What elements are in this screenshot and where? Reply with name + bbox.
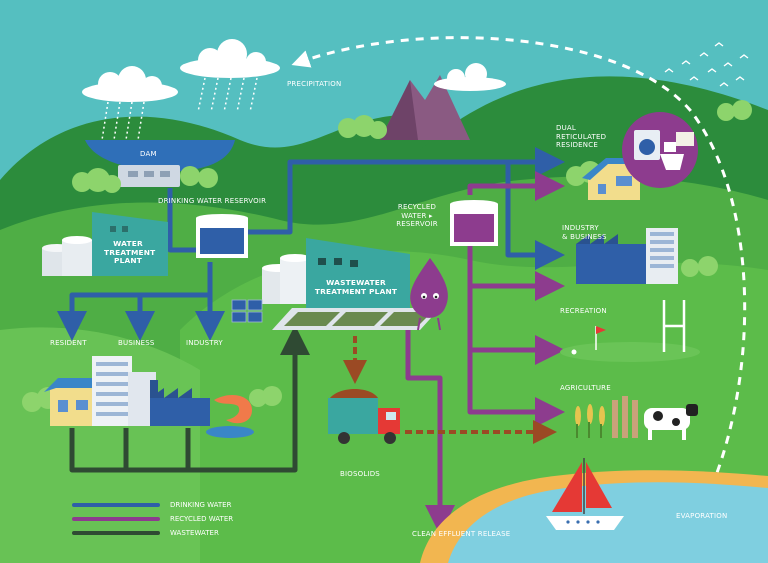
industry-label: INDUSTRY: [186, 339, 223, 347]
evaporation-label: EVAPORATION: [676, 512, 728, 520]
drinking-water-pipes: [57, 147, 565, 341]
dual-reticulated-residence-label: DUAL RETICULATED RESIDENCE: [556, 124, 607, 149]
mountain-icon: [380, 75, 470, 140]
wastewater-treatment-plant-label: WASTEWATER TREATMENT PLANT: [314, 278, 398, 296]
legend-label: WASTEWATER: [170, 529, 219, 537]
water-drop-mascot-icon: [410, 258, 448, 331]
toilet-icon: [660, 132, 694, 170]
water-treatment-plant-icon: [42, 212, 168, 276]
legend-drinking-water: DRINKING WATER: [72, 501, 231, 509]
recycled-water-reservoir-icon: [450, 200, 498, 246]
drinking-water-reservoir-icon: [196, 214, 248, 258]
evaporation-path: [291, 36, 747, 501]
recreation-field: [560, 342, 700, 362]
solar-panel-icon: [231, 299, 263, 323]
dam-lake: [85, 140, 235, 172]
golf-flag-icon: [571, 326, 606, 355]
boat-icon: [546, 458, 624, 530]
cloud-icon: [82, 39, 506, 102]
recreation-label: RECREATION: [560, 307, 607, 315]
legend-swatch: [72, 503, 160, 507]
legend-wastewater: WASTEWATER: [72, 529, 219, 537]
water-treatment-plant-label: WATER TREATMENT PLANT: [104, 239, 156, 265]
legend-label: RECYCLED WATER: [170, 515, 234, 523]
wastewater-pipes: [69, 325, 310, 473]
moon-icon: [597, 28, 620, 60]
legend-label: DRINKING WATER: [170, 501, 232, 509]
biosolids-label: BIOSOLIDS: [340, 470, 380, 478]
dam-label: DAM: [140, 150, 157, 158]
washing-machine-icon: [622, 112, 698, 188]
recycled-water-reservoir-label: RECYCLED WATER ▸ RESERVOIR: [396, 203, 438, 228]
legend-swatch: [72, 517, 160, 521]
legend-swatch: [72, 531, 160, 535]
business-label: BUSINESS: [118, 339, 155, 347]
crops: [575, 404, 605, 438]
factory-icon: [576, 228, 678, 284]
shrimp-icon: [206, 395, 254, 438]
resident-house-icon: [44, 378, 100, 426]
precipitation-label: PRECIPITATION: [287, 80, 342, 88]
legend-recycled-water: RECYCLED WATER: [72, 515, 233, 523]
fence: [612, 396, 638, 438]
clean-effluent-release-label: CLEAN EFFLUENT RELEASE: [412, 530, 511, 538]
cow-icon: [644, 404, 698, 440]
truck-icon: [328, 389, 400, 444]
goalpost-icon: [662, 300, 686, 352]
industry-factory-icon: [150, 380, 210, 426]
recycled-water-pipes: [405, 171, 565, 535]
drinking-water-reservoir-label: DRINKING WATER RESERVOIR: [158, 197, 267, 205]
bird-icon: [664, 42, 749, 87]
resident-label: RESIDENT: [50, 339, 87, 347]
biosolids-flow: [343, 336, 557, 444]
rain-drops: [101, 77, 258, 141]
agriculture-label: AGRICULTURE: [560, 384, 611, 392]
industry-business-label: INDUSTRY & BUSINESS: [562, 224, 607, 241]
